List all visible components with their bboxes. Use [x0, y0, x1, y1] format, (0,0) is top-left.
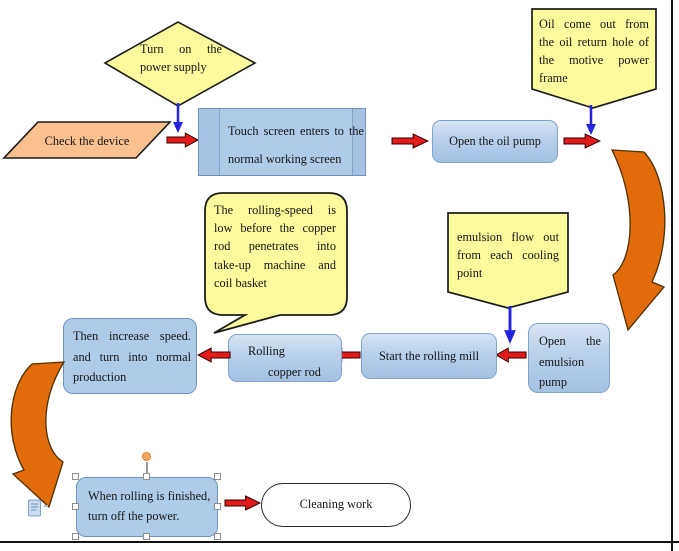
text-line: production: [73, 370, 127, 384]
when-finished-label: When rolling is finished, turn off the p…: [88, 487, 216, 526]
text-line: turn off the power.: [88, 508, 180, 523]
pentagon-callout-shape[interactable]: [531, 8, 657, 109]
selection-handle[interactable]: [72, 473, 79, 480]
text-line: frame: [539, 71, 568, 85]
selection-handle[interactable]: [214, 533, 221, 540]
pentagon-callout-shape[interactable]: [447, 212, 569, 309]
text-line: emulsion flow out: [457, 230, 559, 244]
text-line: Touch screen enters to the: [228, 124, 364, 138]
text-line: Rolling: [248, 344, 285, 358]
start-rolling-mill-box[interactable]: Start the rolling mill: [361, 333, 497, 379]
check-device-label: Check the device: [44, 134, 130, 148]
text-line: the motive power: [539, 53, 649, 67]
arrowhead: [173, 122, 183, 133]
touch-screen-box[interactable]: Touch screen enters to the normal workin…: [198, 108, 366, 176]
emulsion-callout-label: emulsion flow out from each cooling poin…: [457, 228, 559, 282]
open-oil-pump-box[interactable]: Open the oil pump: [432, 120, 558, 163]
decision-power-supply-shape[interactable]: [100, 14, 260, 110]
text-line: low before the copper: [214, 221, 336, 236]
oil-return-callout-label: Oil come out from the oil return hole of…: [539, 15, 649, 87]
open-emulsion-pump-box[interactable]: Open the emulsion pump: [528, 323, 610, 393]
text-line: copper rod: [268, 365, 321, 379]
arrow-oilpump-to-right[interactable]: [563, 133, 601, 149]
curved-down-arrow-left[interactable]: [2, 356, 78, 508]
text-line: Turn on the: [140, 42, 222, 56]
check-device-shape[interactable]: [0, 118, 180, 162]
text-line: the oil return hole of: [539, 35, 649, 49]
text-line: Then increase speed.: [73, 329, 191, 343]
text-line: point: [457, 266, 483, 280]
arrowhead: [586, 124, 596, 135]
start-rolling-mill-label: Start the rolling mill: [378, 349, 480, 363]
page-border-right: [671, 0, 673, 551]
connector-diamond-down-arrow[interactable]: [172, 103, 184, 133]
rolling-speed-callout-shape[interactable]: [200, 188, 352, 338]
arrow-touchscreen-to-oilpump[interactable]: [391, 133, 429, 149]
text-line: Oil come out from: [539, 17, 649, 31]
box-left-band: [199, 109, 220, 175]
connector-oil-callout-down-arrow[interactable]: [585, 105, 597, 135]
text-line: from each cooling: [457, 248, 559, 262]
page-border-bottom: [0, 541, 679, 543]
open-emulsion-pump-label: Open the emulsion pump: [539, 331, 601, 393]
cleaning-work-label: Cleaning work: [299, 497, 373, 511]
curved-down-arrow-right[interactable]: [598, 142, 674, 332]
text-line: pump: [539, 375, 568, 389]
arrow-rollingrod-to-increase[interactable]: [197, 347, 231, 363]
oil-return-callout-shape[interactable]: [529, 5, 659, 113]
text-line: take-up machine and: [214, 257, 336, 272]
arrow-check-to-touchscreen[interactable]: [166, 132, 199, 148]
selection-handle[interactable]: [143, 473, 150, 480]
selection-handle[interactable]: [72, 533, 79, 540]
connector-emulsion-callout-down-arrow[interactable]: [503, 306, 517, 344]
decision-power-supply-label: Turn on the power supply: [140, 40, 222, 76]
arrowhead: [504, 330, 516, 344]
selection-handle[interactable]: [214, 473, 221, 480]
rotation-handle[interactable]: [142, 452, 151, 461]
arrow-emulsionpump-to-startmill[interactable]: [495, 347, 527, 363]
text-line: and turn into normal: [73, 349, 191, 364]
arrow-finished-to-cleaning[interactable]: [224, 495, 261, 511]
speech-bubble-shape[interactable]: [204, 192, 348, 334]
text-line: Open the: [539, 334, 601, 348]
then-increase-label: Then increase speed. and turn into norma…: [73, 326, 191, 388]
selection-handle[interactable]: [72, 503, 79, 510]
text-line: emulsion: [539, 354, 585, 369]
touch-screen-label: Touch screen enters to the normal workin…: [228, 117, 364, 173]
emulsion-callout-shape[interactable]: [445, 209, 573, 313]
parallelogram-shape[interactable]: [2, 121, 172, 159]
text-line: coil basket: [214, 275, 267, 290]
box-right-band: [352, 109, 365, 175]
object-anchor-icon[interactable]: [26, 498, 50, 519]
text-line: When rolling is finished,: [88, 489, 211, 503]
text-line: normal working screen: [228, 152, 342, 166]
text-line: The rolling-speed is: [214, 203, 336, 217]
then-increase-box[interactable]: Then increase speed. and turn into norma…: [63, 318, 197, 394]
cleaning-work-oval[interactable]: Cleaning work: [261, 483, 411, 527]
text-line: rod penetrates into: [214, 239, 336, 254]
rolling-copper-rod-box[interactable]: Rolling copper rod: [228, 334, 342, 382]
selection-handle[interactable]: [214, 503, 221, 510]
text-line: power supply: [140, 60, 207, 74]
when-finished-box[interactable]: When rolling is finished, turn off the p…: [76, 477, 218, 537]
rotation-handle-stem: [146, 462, 148, 474]
open-oil-pump-label: Open the oil pump: [449, 134, 541, 148]
selection-handle[interactable]: [143, 533, 150, 540]
rolling-speed-callout-label: The rolling-speed is low before the copp…: [214, 201, 336, 292]
diamond-shape[interactable]: [103, 21, 257, 107]
